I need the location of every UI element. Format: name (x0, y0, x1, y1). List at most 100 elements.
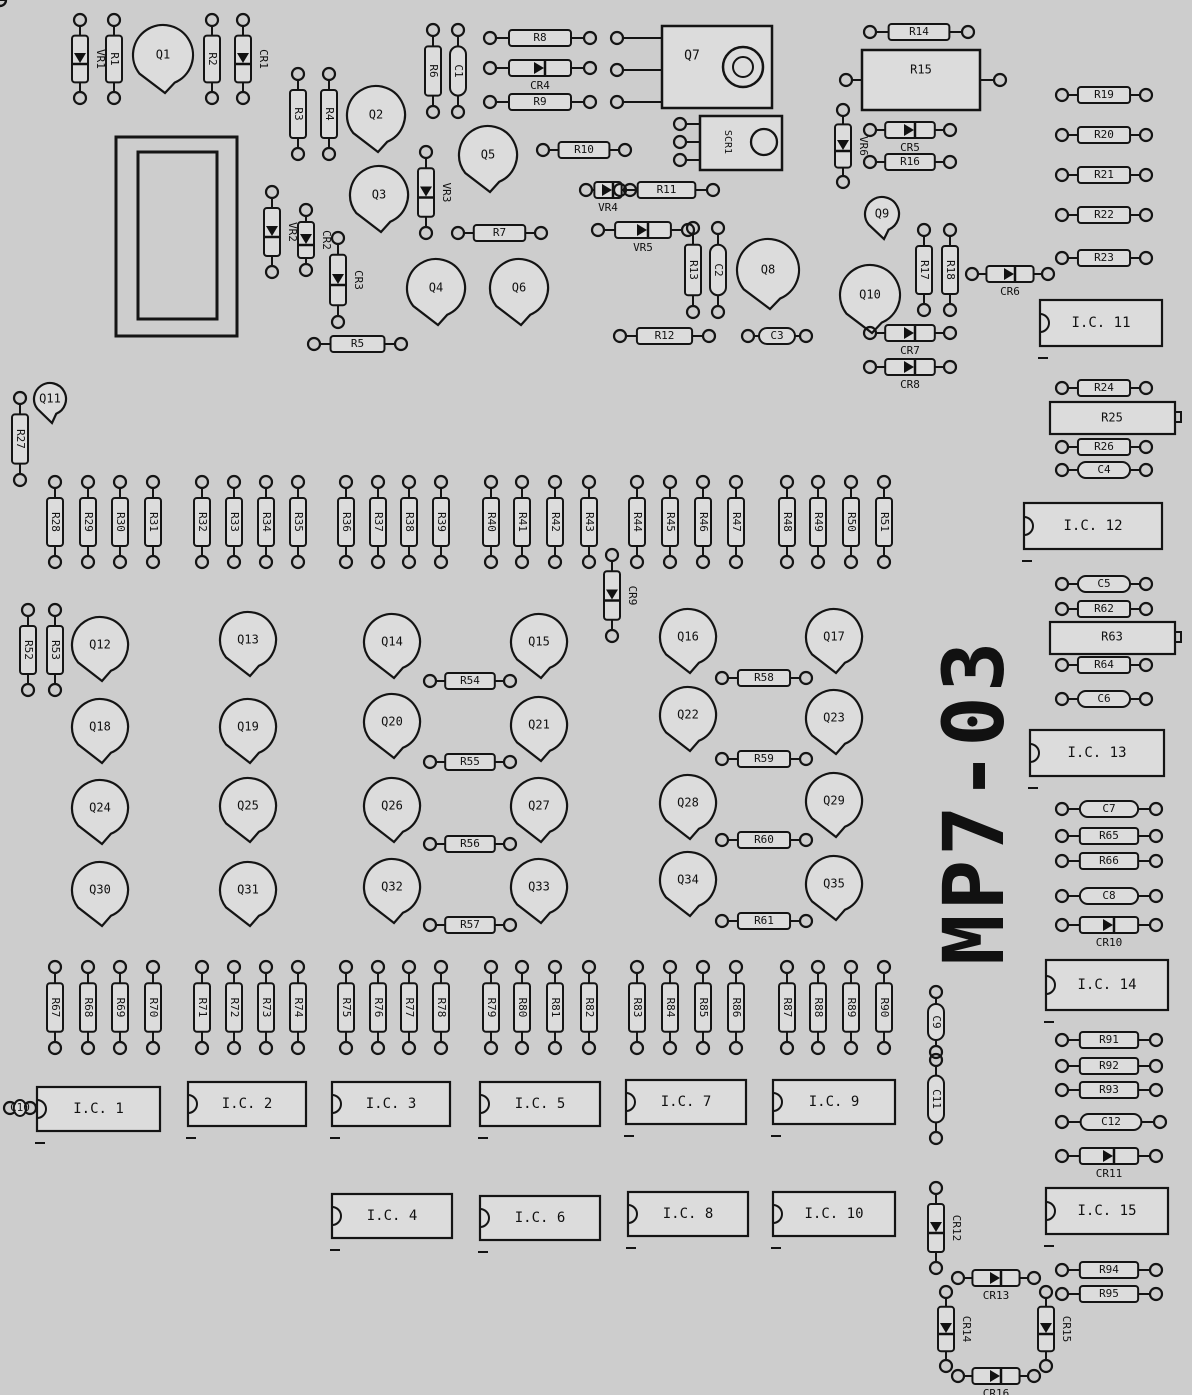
r6: R6 (424, 22, 442, 120)
q23: Q23 (804, 688, 864, 756)
cr15: CR15 (1037, 1284, 1073, 1374)
component-label: R95 (1099, 1287, 1119, 1300)
q5: Q5 (457, 124, 519, 194)
component-label: R66 (1099, 854, 1119, 867)
component-label: R88 (812, 998, 825, 1018)
r68: R68 (79, 959, 97, 1056)
r48: R48 (778, 474, 796, 570)
r88: R88 (809, 959, 827, 1056)
component-label: R81 (549, 998, 562, 1018)
r66: R66 (1054, 852, 1164, 870)
component-label: R27 (14, 429, 27, 449)
component-label: R59 (754, 752, 774, 765)
component-label: R32 (196, 512, 209, 532)
component-label: R8 (533, 31, 546, 44)
r67: R67 (46, 959, 64, 1056)
component-label: R56 (460, 837, 480, 850)
component-label: R12 (655, 329, 675, 342)
cr8: CR8 (862, 358, 958, 391)
cr12: CR12 (927, 1180, 963, 1276)
component-label: R53 (49, 640, 62, 660)
i-c-8: I.C. 8 (626, 1190, 750, 1249)
component-label: R52 (22, 640, 35, 660)
component-label: Q9 (875, 207, 889, 221)
component-label: Q17 (823, 630, 845, 644)
component-label: R78 (435, 998, 448, 1018)
r51: R51 (875, 474, 893, 570)
r78: R78 (432, 959, 450, 1056)
component-label: R22 (1094, 208, 1114, 221)
q27: Q27 (509, 776, 569, 844)
component-label: R11 (657, 183, 677, 196)
component-label: Q4 (429, 281, 443, 295)
component-label: R40 (485, 512, 498, 532)
component-label: R92 (1099, 1059, 1119, 1072)
q28: Q28 (658, 773, 718, 841)
q7: Q7 (609, 24, 774, 110)
r94: R94 (1054, 1261, 1164, 1279)
component-label: R10 (574, 143, 594, 156)
component-label: CR15 (1060, 1316, 1073, 1343)
component-label: R24 (1094, 381, 1114, 394)
component-label: R15 (910, 63, 932, 77)
component-label: CR5 (900, 141, 920, 154)
r13: R13 (684, 220, 702, 320)
cr1: CR1 (234, 12, 270, 106)
c6: C6 (1054, 690, 1154, 708)
r58: R58 (714, 669, 814, 687)
component-label: R17 (918, 260, 931, 280)
q2: Q2 (345, 84, 407, 154)
component-label: R73 (260, 998, 273, 1018)
r42: R42 (546, 474, 564, 570)
q14: Q14 (362, 612, 422, 680)
component-label: VR6 (857, 136, 870, 156)
r91: R91 (1054, 1031, 1164, 1049)
r76: R76 (369, 959, 387, 1056)
r49: R49 (809, 474, 827, 570)
i-c-3: I.C. 3 (330, 1080, 452, 1139)
component-label: R63 (1101, 630, 1123, 644)
q19: Q19 (218, 697, 278, 765)
component-label: R74 (292, 998, 305, 1018)
r95: R95 (1054, 1285, 1164, 1303)
display-window-outline (114, 135, 239, 338)
component-label: R79 (485, 998, 498, 1018)
r38: R38 (400, 474, 418, 570)
component-label: Q23 (823, 711, 845, 725)
component-label: R93 (1099, 1083, 1119, 1096)
component-label: R48 (781, 512, 794, 532)
r43: R43 (580, 474, 598, 570)
r22: R22 (1054, 206, 1154, 224)
i-c-10: I.C. 10 (771, 1190, 897, 1249)
r57: R57 (422, 916, 518, 934)
c5: C5 (1054, 575, 1154, 593)
component-label: R14 (909, 25, 929, 38)
component-label: Q29 (823, 794, 845, 808)
r23: R23 (1054, 249, 1154, 267)
r33: R33 (225, 474, 243, 570)
component-label: Q10 (859, 288, 881, 302)
component-label: Q22 (677, 708, 699, 722)
component-label: R80 (516, 998, 529, 1018)
component-label: C2 (712, 263, 725, 276)
r54: R54 (422, 672, 518, 690)
component-label: I.C. 10 (804, 1206, 863, 1222)
component-label: I.C. 1 (73, 1101, 124, 1117)
r25: R25 (1048, 400, 1182, 436)
component-label: R34 (260, 512, 273, 532)
component-label: R16 (900, 155, 920, 168)
cr7: CR7 (862, 324, 958, 357)
cr11: CR11 (1054, 1147, 1164, 1180)
component-label: C5 (1097, 577, 1110, 590)
component-label: Q27 (528, 799, 550, 813)
component-label: C11 (930, 1089, 943, 1109)
r79: R79 (482, 959, 500, 1056)
r41: R41 (513, 474, 531, 570)
r19: R19 (1054, 86, 1154, 104)
component-label: CR9 (626, 586, 639, 606)
cr14: CR14 (937, 1284, 973, 1374)
r35: R35 (289, 474, 307, 570)
component-label: CR7 (900, 344, 920, 357)
r55: R55 (422, 753, 518, 771)
r64: R64 (1054, 656, 1154, 674)
